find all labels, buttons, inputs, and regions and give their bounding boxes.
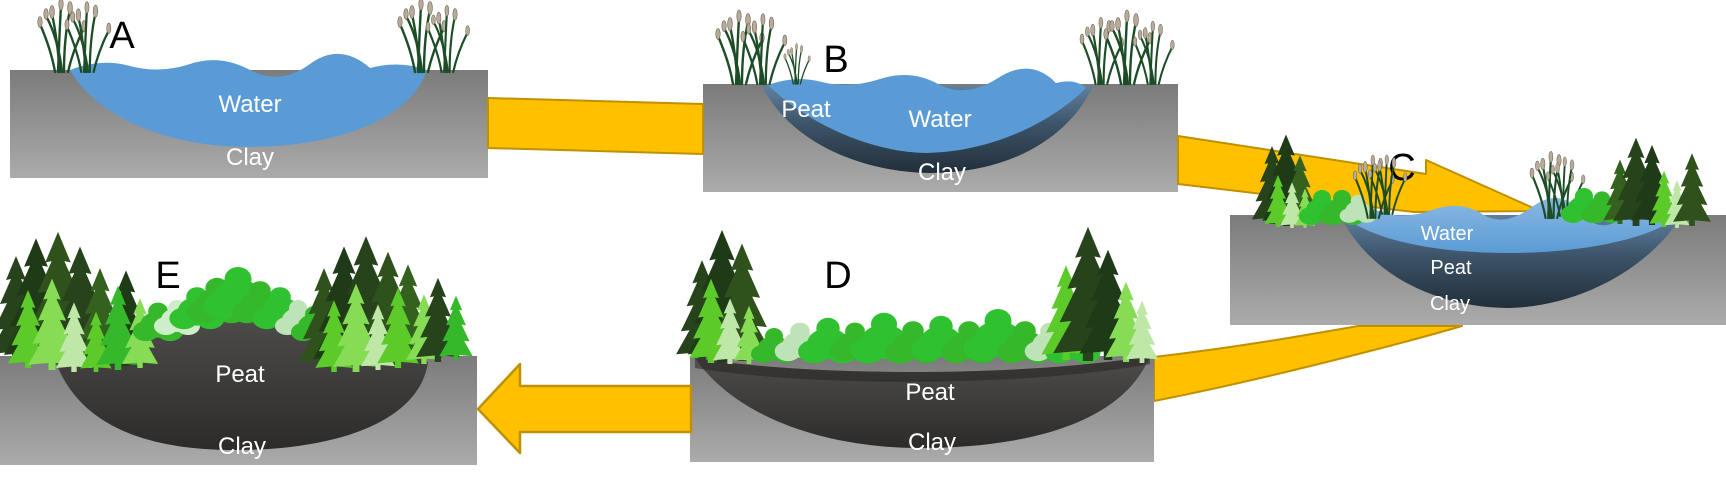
- layer-label-a-clay: Clay: [226, 144, 274, 171]
- layer-label-d-peat: Peat: [905, 379, 955, 406]
- water-body-b: [768, 68, 1086, 153]
- water-body-c: [1342, 197, 1680, 253]
- stage-b: Peat Water Clay B: [703, 39, 1178, 192]
- shrub-row: [751, 309, 1101, 364]
- reed-tuft-icon: [36, 0, 471, 74]
- conifer-cluster: [1041, 226, 1159, 363]
- reed-tuft-icon: [714, 8, 1176, 86]
- layer-label-c-clay: Clay: [1430, 293, 1470, 315]
- conifer-cluster: [676, 229, 773, 364]
- stage-label-d: D: [824, 255, 851, 297]
- peat-surface-d: [695, 356, 1150, 382]
- stage-label-a: A: [109, 15, 135, 57]
- stage-d: Peat Clay D: [690, 255, 1154, 462]
- layer-label-b-peat: Peat: [781, 96, 831, 123]
- layer-label-a-water: Water: [218, 91, 281, 118]
- water-body-a: [70, 53, 427, 147]
- layer-label-c-water: Water: [1421, 223, 1474, 245]
- layer-label-b-water: Water: [908, 106, 971, 133]
- layer-label-e-clay: Clay: [218, 433, 266, 460]
- stage-label-e: E: [155, 255, 180, 297]
- arrow-c-to-d: [1153, 325, 1463, 402]
- layer-label-e-peat: Peat: [215, 361, 265, 388]
- stage-label-b: B: [823, 39, 848, 81]
- arrow-a-to-b: [487, 97, 704, 155]
- layer-label-d-clay: Clay: [908, 429, 956, 456]
- conifer-cluster: [0, 231, 159, 372]
- conifer-cluster: [1528, 137, 1711, 228]
- arrow-d-to-e: [476, 362, 693, 455]
- conifer-cluster: [298, 236, 473, 372]
- layer-label-b-clay: Clay: [918, 159, 966, 186]
- layer-label-c-peat: Peat: [1430, 257, 1472, 279]
- stage-a: Water Clay A: [10, 15, 488, 178]
